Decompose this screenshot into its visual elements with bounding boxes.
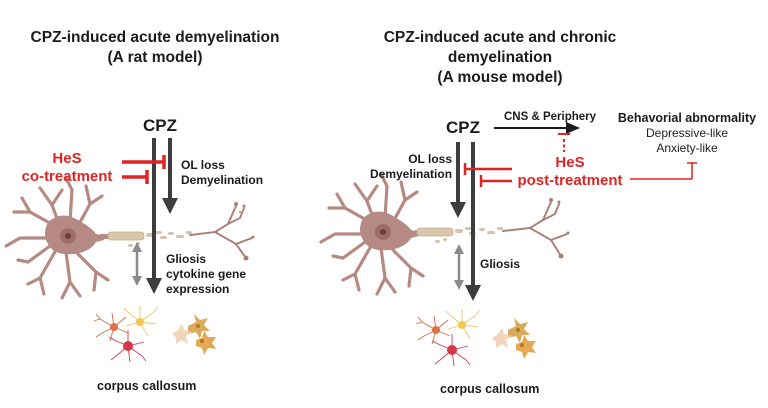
left-title-text: CPZ-induced acute demyelination <box>30 29 280 46</box>
behavioral-title: Behavorial abnormality <box>617 111 757 125</box>
left-hes-line1: HeS <box>52 150 82 167</box>
left-panel-title: CPZ-induced acute demyelination (A rat m… <box>20 28 290 68</box>
left-hes-line2: co-treatment <box>21 168 113 185</box>
left-hes-inhibition <box>122 155 166 184</box>
right-neuron-icon <box>319 172 570 296</box>
cns-periphery-arrowhead <box>566 122 580 134</box>
right-hes-line1: HeS <box>555 154 585 171</box>
left-effect1-line1: OL loss <box>181 158 225 172</box>
right-effect-ol-loss: OL loss Demyelination <box>370 152 452 182</box>
right-cpz-arrows <box>450 122 580 301</box>
right-hes-line2: post-treatment <box>517 172 623 189</box>
left-effect2-line2: cytokine gene <box>166 267 247 281</box>
left-neuron-icon <box>4 176 255 300</box>
right-title-text: CPZ-induced acute and chronic demyelinat… <box>383 29 617 66</box>
left-hes-label: HeS co-treatment <box>14 150 120 186</box>
cns-periphery-label: CNS & Periphery <box>504 111 597 123</box>
left-short-arrowhead <box>162 198 178 214</box>
left-effect1-line2: Demyelination <box>181 173 264 187</box>
right-hes-inhibition <box>463 133 697 187</box>
behavioral-abnormality-block: Behavorial abnormality Depressive-like A… <box>612 111 762 156</box>
left-glial-cells-icon <box>93 306 216 363</box>
left-effect2-line3: expression <box>166 282 230 296</box>
right-panel-title: CPZ-induced acute and chronic demyelinat… <box>340 28 660 88</box>
behavioral-item-depressive: Depressive-like <box>645 126 729 140</box>
left-effect2-line1: Gliosis <box>166 252 207 266</box>
left-subtitle-text: (A rat model) <box>107 49 203 66</box>
right-effect1-line1: OL loss <box>408 152 452 166</box>
right-short-arrowhead <box>450 202 466 218</box>
right-cpz-label: CPZ <box>446 118 480 137</box>
left-long-arrowhead <box>146 278 162 294</box>
left-region-label: corpus callosum <box>97 379 197 393</box>
right-region-label: corpus callosum <box>440 382 540 396</box>
right-hes-label: HeS post-treatment <box>512 154 628 190</box>
right-effect-gliosis: Gliosis <box>480 257 521 271</box>
left-effect-ol-loss: OL loss Demyelination <box>181 158 263 188</box>
right-effect1-line2: Demyelination <box>370 167 453 181</box>
left-effect-gliosis: Gliosis cytokine gene expression <box>166 252 246 297</box>
right-long-arrowhead <box>465 285 481 301</box>
right-glial-cells-icon <box>415 309 536 367</box>
behavioral-item-anxiety: Anxiety-like <box>656 141 718 155</box>
left-cpz-label: CPZ <box>143 116 177 135</box>
right-subtitle-text: (A mouse model) <box>437 69 563 86</box>
